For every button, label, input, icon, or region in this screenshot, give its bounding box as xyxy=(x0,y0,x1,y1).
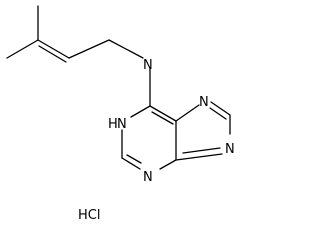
structure-canvas: N H N N N N HCl xyxy=(6,5,235,223)
bond-n7-c8-a xyxy=(210,101,231,116)
bond-c6-c5-double xyxy=(151,111,174,125)
amine-nitrogen-label: N xyxy=(143,58,153,73)
n9-label: N xyxy=(225,142,235,157)
ring-n1-label: N xyxy=(117,117,127,132)
molecule-drawing: N H N N N N HCl xyxy=(6,5,235,223)
bond-c6-n1 xyxy=(130,105,151,118)
bond-c6-c5 xyxy=(149,105,177,122)
bond-c2-n3-b xyxy=(126,154,142,164)
bond-c2-n3-a xyxy=(121,157,141,170)
bond-ch2-n xyxy=(108,39,144,59)
bond-c-ch-double xyxy=(38,45,67,63)
bond-n7-c8-b xyxy=(209,107,227,120)
bond-methyl-lower xyxy=(6,39,39,59)
n3-label: N xyxy=(143,170,153,185)
bond-c5-n7 xyxy=(175,104,200,122)
bond-n3-c4 xyxy=(159,159,177,170)
hcl-label: HCl xyxy=(78,208,100,223)
bond-ch-ch2 xyxy=(68,39,110,59)
bond-c-ch-single xyxy=(37,39,70,59)
ring-nh-hydrogen-label: H xyxy=(108,117,118,132)
bond-n9-c4-a xyxy=(175,153,223,161)
n7-label: N xyxy=(199,95,209,110)
bond-n9-c4-b xyxy=(182,147,221,154)
